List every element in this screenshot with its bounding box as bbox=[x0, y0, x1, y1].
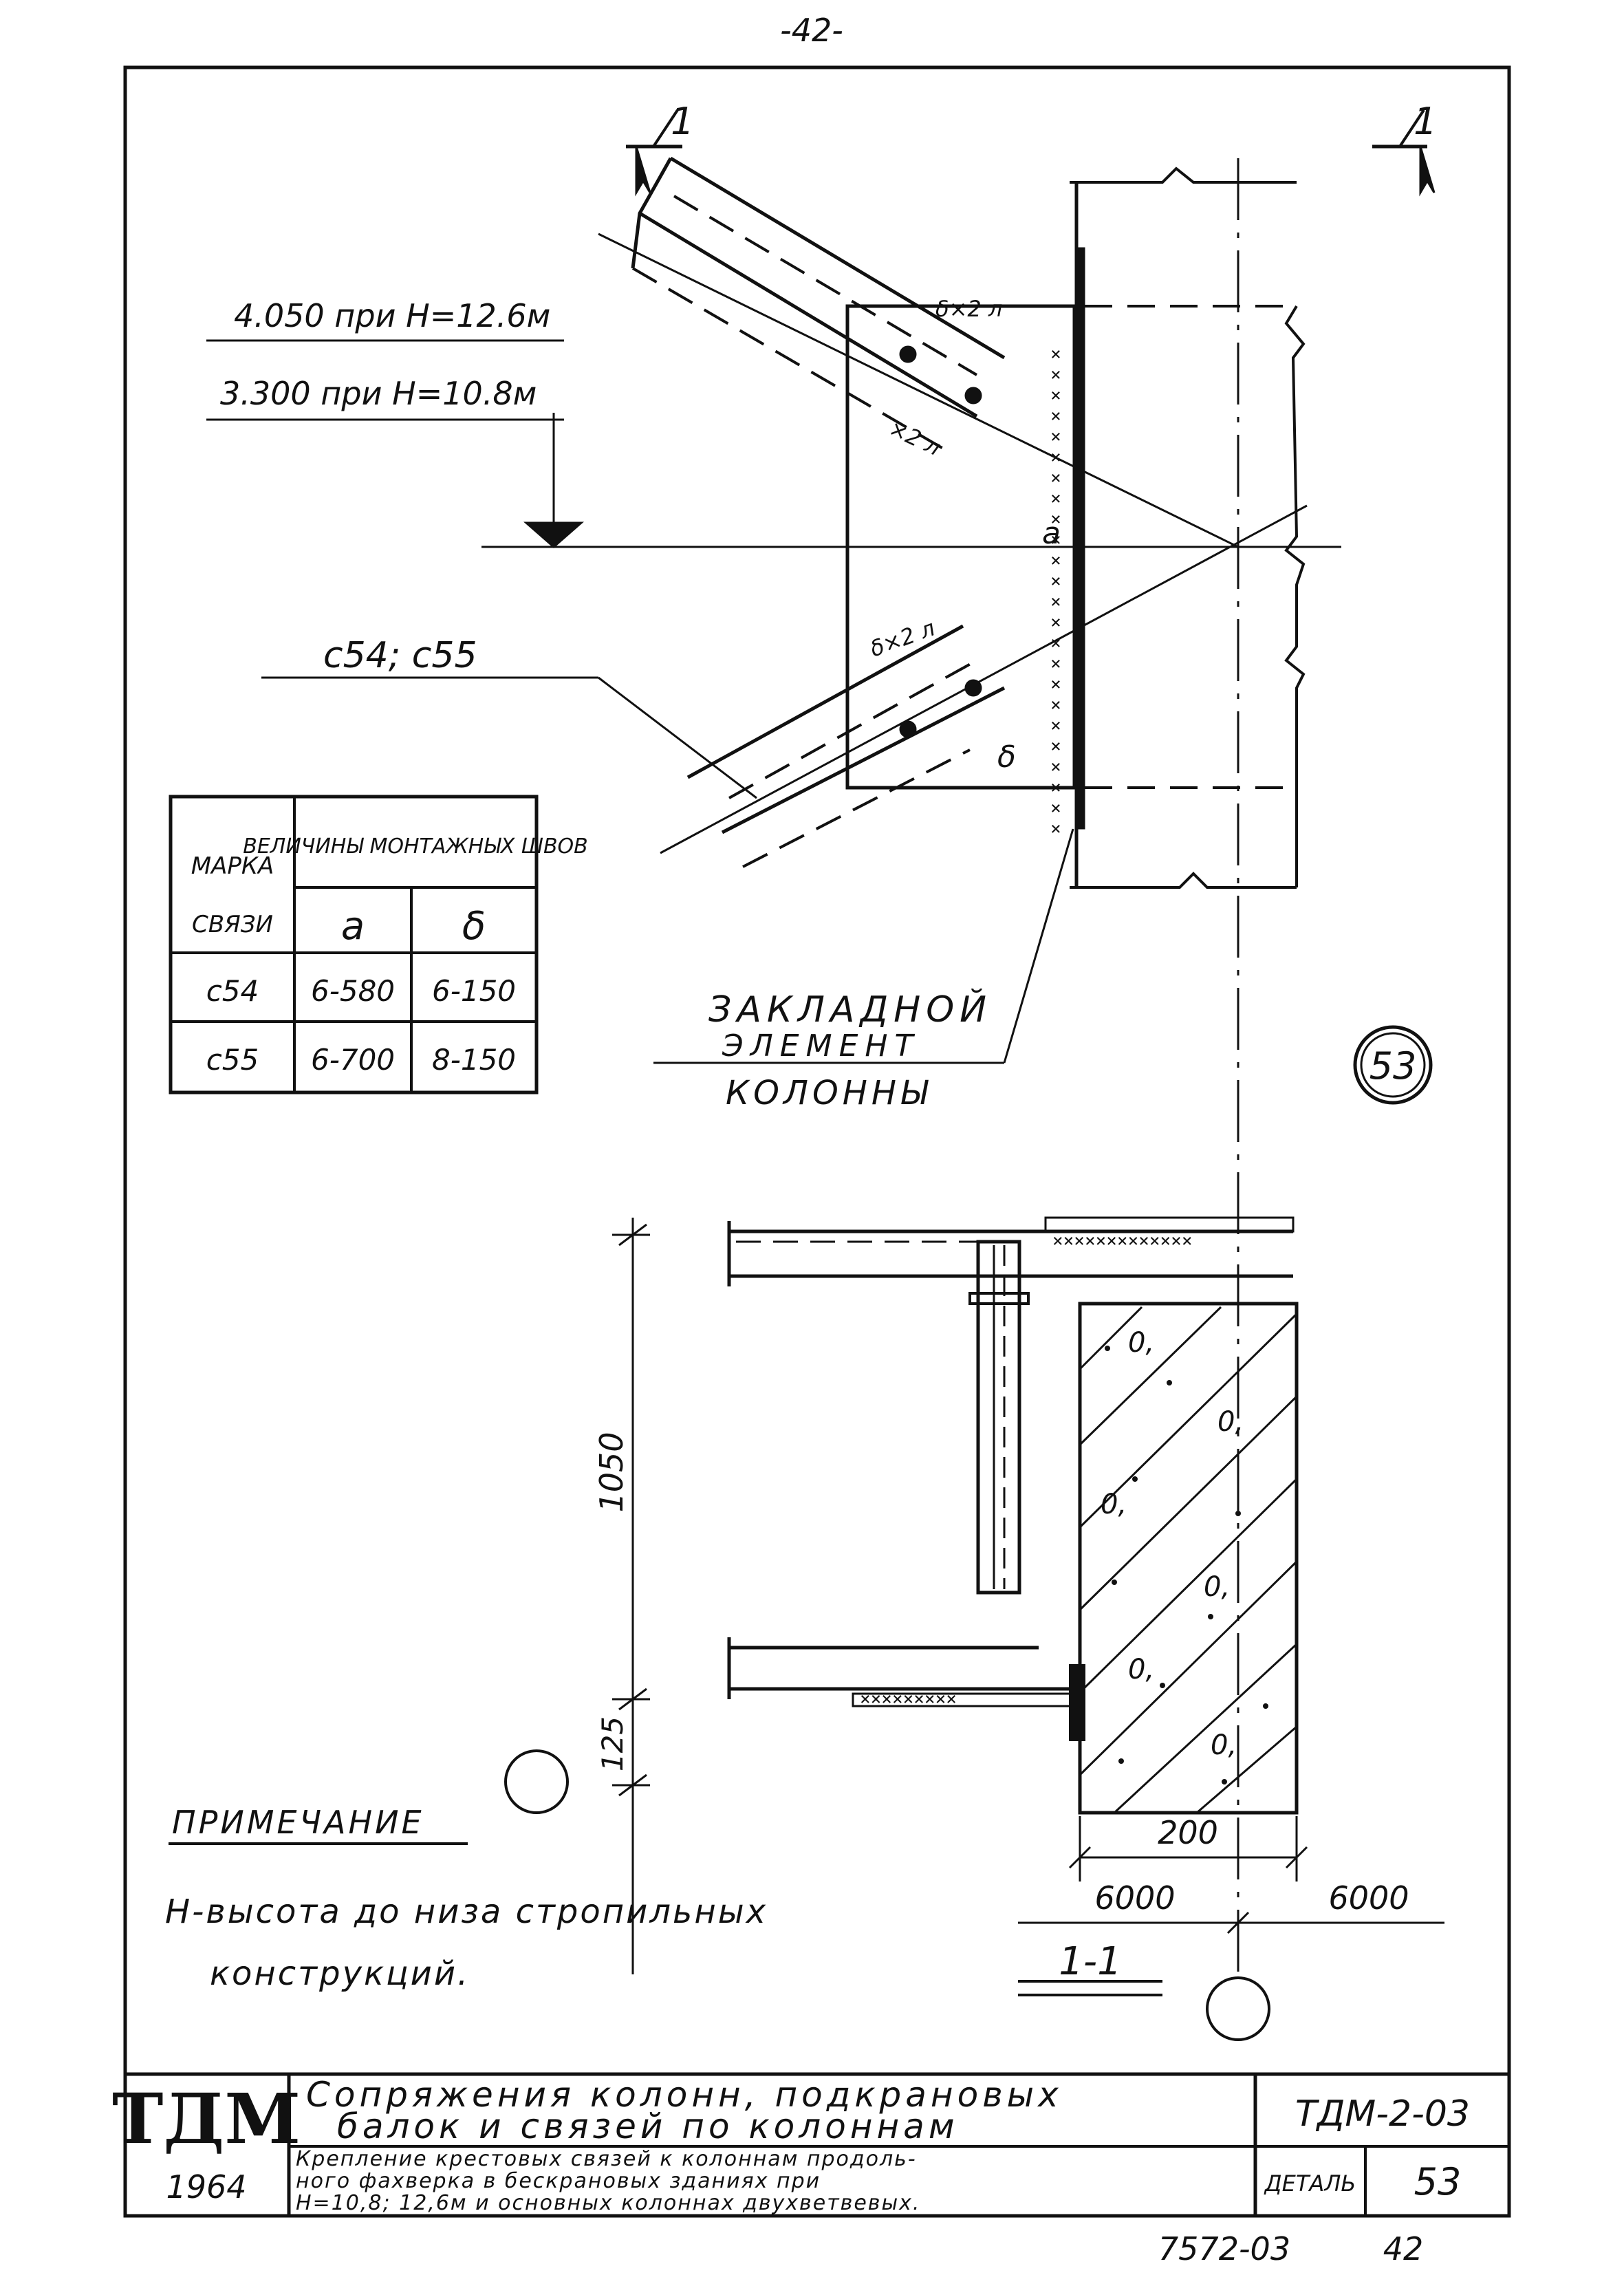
section-mark-right bbox=[1372, 109, 1436, 197]
weld-mark-a: а bbox=[1042, 516, 1061, 551]
weld-table-row2-a: 6-700 bbox=[311, 1043, 395, 1077]
brace-callout: с54; с55 bbox=[323, 635, 477, 676]
dim-6000-right: 6000 bbox=[1328, 1879, 1409, 1917]
subtitle-line1: Крепление крестовых связей к колоннам пр… bbox=[296, 2147, 917, 2171]
title-line1: Сопряжения колонн, подкрановых bbox=[306, 2075, 1063, 2115]
dim-200: 200 bbox=[1158, 1814, 1218, 1851]
drawing-border bbox=[123, 65, 1511, 2218]
weld-table-row1-a: 6-580 bbox=[311, 974, 395, 1008]
embedded-label-line1: ЗАКЛАДНОЙ bbox=[708, 989, 992, 1031]
upper-brace bbox=[598, 156, 1239, 548]
dim-1050: 1050 bbox=[593, 1432, 630, 1512]
svg-text:××××××××××××××××××××××××: ×××××××××××××××××××××××× bbox=[1046, 344, 1066, 839]
svg-text:0,: 0, bbox=[1101, 1489, 1127, 1520]
dim-6000-left: 6000 bbox=[1094, 1879, 1175, 1917]
subtitle-line3: Н=10,8; 12,6м и основных колоннах двухве… bbox=[296, 2191, 920, 2215]
section-view: 0, 0, 0, 0, 0, 0, ××××××××××××× ××××××××… bbox=[504, 1216, 1444, 2041]
embedded-label-line2: ЭЛЕМЕНТ bbox=[722, 1028, 920, 1064]
upper-view: 1 1 bbox=[206, 100, 1437, 1974]
concrete-column bbox=[1078, 1302, 1299, 1815]
weld-mark-b-lower: δ×2 л bbox=[867, 615, 938, 662]
weld-mark-b-upper-2: ×2 л bbox=[885, 415, 945, 461]
detail-circle bbox=[1353, 1025, 1433, 1105]
weld-table bbox=[169, 795, 539, 1095]
svg-text:0,: 0, bbox=[1204, 1571, 1230, 1603]
subtitle-line2: ного фахверка в бескрановых зданиях при bbox=[296, 2169, 821, 2193]
weld-table-header-values: ВЕЛИЧИНЫ МОНТАЖНЫХ ШВОВ bbox=[243, 834, 587, 859]
section-mark-right-label: 1 bbox=[1414, 100, 1437, 143]
dim-125: 125 bbox=[596, 1716, 629, 1771]
note-line1: Н-высота до низа стропильных bbox=[165, 1893, 768, 1931]
section-label: 1-1 bbox=[1059, 1939, 1121, 1984]
level-label-1: 4.050 при Н=12.6м bbox=[234, 297, 550, 334]
weld-table-header-link: СВЯЗИ bbox=[192, 911, 273, 938]
embedded-label-line3: КОЛОННЫ bbox=[726, 1074, 931, 1112]
weld-table-row2-mark: с55 bbox=[206, 1043, 259, 1077]
section-mark-left-label: 1 bbox=[671, 100, 694, 143]
svg-text:×××××××××: ××××××××× bbox=[860, 1689, 957, 1710]
weld-table-row1-b: 6-150 bbox=[432, 974, 516, 1008]
detail-number: 53 bbox=[1414, 2160, 1462, 2203]
detail-circle-number: 53 bbox=[1369, 1044, 1417, 1088]
svg-text:×××××××××××××: ××××××××××××× bbox=[1052, 1231, 1193, 1251]
title-logo: ТДМ bbox=[112, 2078, 301, 2159]
note-heading: ПРИМЕЧАНИЕ bbox=[172, 1804, 424, 1841]
page-number: -42- bbox=[780, 12, 843, 49]
title-line2: балок и связей по колоннам bbox=[337, 2106, 959, 2146]
weld-mark-b-right: δ bbox=[997, 740, 1016, 775]
weld-table-row1-mark: с54 bbox=[206, 974, 259, 1008]
weld-table-col-b: δ bbox=[462, 904, 486, 949]
detail-label: ДЕТАЛЬ bbox=[1264, 2170, 1356, 2197]
column-outline bbox=[1070, 166, 1306, 889]
section-mark-left bbox=[626, 109, 682, 197]
svg-text:0,: 0, bbox=[1128, 1327, 1154, 1359]
svg-text:0,: 0, bbox=[1128, 1654, 1154, 1685]
weld-mark-b-upper: δ×2 л bbox=[935, 296, 1002, 322]
weld-table-header-mark: МАРКА bbox=[191, 852, 274, 880]
svg-text:0,: 0, bbox=[1217, 1406, 1244, 1438]
title-year: 1964 bbox=[166, 2168, 246, 2206]
footer-sheet-num: 42 bbox=[1383, 2230, 1424, 2267]
level-label-2: 3.300 при Н=10.8м bbox=[220, 375, 537, 412]
series-code: ТДМ-2-03 bbox=[1295, 2093, 1470, 2135]
lower-brace bbox=[660, 504, 1308, 868]
title-block bbox=[125, 2072, 1509, 2216]
note-line2: конструкций. bbox=[210, 1954, 470, 1993]
footer-sheet-code: 7572-03 bbox=[1158, 2230, 1290, 2267]
weld-table-row2-b: 8-150 bbox=[432, 1043, 516, 1077]
weld-table-col-a: а bbox=[341, 904, 365, 949]
svg-text:0,: 0, bbox=[1211, 1729, 1237, 1761]
